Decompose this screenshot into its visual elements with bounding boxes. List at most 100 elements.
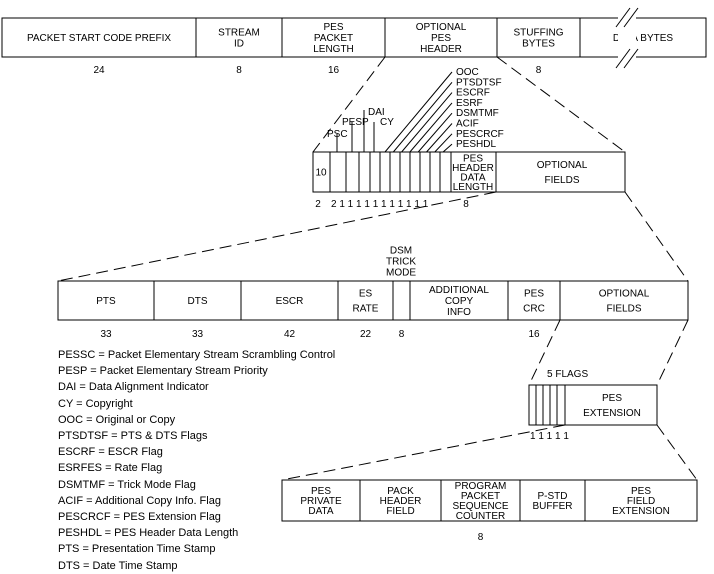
connector-header-left bbox=[312, 56, 386, 153]
legend-entry: DSMTMF = Trick Mode Flag bbox=[58, 478, 196, 491]
connector-header-right bbox=[496, 56, 626, 153]
flag-label-dai: DAI bbox=[368, 107, 385, 118]
dts-label-line-1: DTS bbox=[188, 296, 208, 307]
dsm-trick-mode-heading-line-2: TRICK bbox=[386, 257, 416, 268]
five-flags-label: 5 FLAGS bbox=[547, 369, 588, 380]
pes-header-data-length-label-line-3: DATA bbox=[460, 172, 486, 183]
optional-fields-label-line-1: OPTIONAL bbox=[599, 289, 650, 300]
flag-label-acif: ACIF bbox=[456, 119, 479, 130]
legend-entry: DTS = Date Time Stamp bbox=[58, 559, 178, 572]
optional-pes-header-frame bbox=[312, 151, 626, 193]
pes-packet-length-label-line-2: PACKET bbox=[314, 33, 353, 44]
pes-field-extension-label-line-2: FIELD bbox=[627, 496, 655, 507]
connector-optional-right bbox=[624, 191, 689, 282]
dts-bits: 33 bbox=[192, 329, 204, 340]
additional-copy-info-label-line-1: ADDITIONAL bbox=[429, 285, 489, 296]
legend-entry: PESSC = Packet Elementary Stream Scrambl… bbox=[58, 349, 336, 361]
pes-crc-label-line-1: PES bbox=[524, 289, 544, 300]
program-packet-sequence-counter-label-line-4: COUNTER bbox=[456, 511, 505, 522]
stream-id-label-line-2: ID bbox=[234, 39, 244, 50]
flag-leader-peshdl bbox=[442, 143, 453, 153]
optional-fields-label-line-2: FIELDS bbox=[606, 304, 641, 315]
pes-crc-bits: 16 bbox=[528, 329, 540, 340]
pes-crc-field bbox=[507, 280, 561, 321]
pes-private-data-label-line-1: PES bbox=[311, 486, 331, 497]
pes-field-extension-field bbox=[584, 479, 698, 522]
abbreviation-legend: PESSC = Packet Elementary Stream Scrambl… bbox=[58, 347, 335, 574]
dts-field bbox=[153, 280, 242, 321]
optional-fields-label-line-1: OPTIONAL bbox=[537, 160, 588, 171]
pes-header-data-length-label-line-4: LENGTH bbox=[453, 182, 494, 193]
dsm-trick-mode-bits: 8 bbox=[399, 329, 405, 340]
connector-extension-left bbox=[528, 319, 561, 386]
connector-ext-fields-left bbox=[281, 424, 566, 481]
flag-leader-ptsdtsf bbox=[392, 81, 453, 153]
flag-label-pescrcf: PESCRCF bbox=[456, 129, 504, 140]
legend-entry: ESCRF = ESCR Flag bbox=[58, 446, 163, 459]
flag-leader-dsmtmf bbox=[417, 112, 453, 153]
data-bytes-label-line-1: DATA BYTES bbox=[613, 33, 674, 44]
pes-packet-length-label-line-3: LENGTH bbox=[313, 44, 354, 55]
flag-leader-ooc bbox=[384, 71, 453, 153]
pts-bits: 33 bbox=[100, 329, 112, 340]
extension-flag-bits: 1 1 1 1 1 bbox=[530, 431, 569, 442]
escr-bits: 42 bbox=[284, 329, 296, 340]
pack-header-field-label-line-2: HEADER bbox=[380, 496, 422, 507]
flag-label-esrf: ESRF bbox=[456, 98, 483, 109]
es-rate-bits: 22 bbox=[360, 329, 372, 340]
flag-leader-pescrcf bbox=[434, 133, 453, 153]
escr-label-line-1: ESCR bbox=[276, 296, 304, 307]
legend-entry: PTSDTSF = PTS & DTS Flags bbox=[58, 430, 208, 443]
pes-crc-label-line-2: CRC bbox=[523, 304, 545, 315]
program-packet-sequence-counter-label-line-2: PACKET bbox=[461, 491, 500, 502]
additional-copy-info-field bbox=[409, 280, 509, 321]
pes-packet-length-bits: 16 bbox=[328, 65, 340, 76]
pack-header-field-field bbox=[359, 479, 442, 522]
dsm-trick-mode-heading-line-3: MODE bbox=[386, 268, 416, 279]
legend-entry: ACIF = Additional Copy Info. Flag bbox=[58, 494, 221, 507]
flag-leader-escrf bbox=[401, 92, 453, 153]
program-packet-sequence-counter-label-line-3: SEQUENCE bbox=[452, 501, 508, 512]
dsm-trick-mode-heading-line-1: DSM bbox=[390, 246, 412, 257]
stream-id-label-line-1: STREAM bbox=[218, 28, 260, 39]
flag-leader-esrf bbox=[409, 102, 453, 153]
es-rate-label-line-2: RATE bbox=[353, 304, 379, 315]
flag-label-ooc: OOC bbox=[456, 67, 479, 78]
flag-label-cy: CY bbox=[380, 117, 394, 128]
pes-header-data-length-label-line-1: PES bbox=[463, 153, 483, 164]
flag-label-peshdl: PESHDL bbox=[456, 139, 496, 150]
optional-pes-header-label-line-1: OPTIONAL bbox=[416, 22, 467, 33]
connector-optional-left bbox=[57, 191, 497, 282]
optional-fields-field bbox=[559, 280, 689, 321]
stuffing-bytes-label-line-1: STUFFING bbox=[514, 28, 564, 39]
pes-packet-length-label-line-1: PES bbox=[323, 22, 343, 33]
flag-label-psc: PSC bbox=[327, 129, 348, 140]
packet-start-code-prefix-bits: 24 bbox=[93, 65, 105, 76]
pes-extension-label-line-1: PES bbox=[602, 393, 622, 404]
pes-header-data-length-bits: 8 bbox=[463, 199, 469, 210]
legend-entry: ESRFES = Rate Flag bbox=[58, 462, 163, 475]
p-std-buffer-label-line-2: BUFFER bbox=[533, 501, 573, 512]
pes-private-data-field bbox=[281, 479, 361, 522]
pack-header-field-label-line-1: PACK bbox=[387, 486, 414, 497]
legend-entry: PESCRCF = PES Extension Flag bbox=[58, 511, 221, 524]
stuffing-bytes-label-line-2: BYTES bbox=[522, 39, 555, 50]
data-bytes-break-mark bbox=[615, 7, 639, 69]
legend-entry: PESHDL = PES Header Data Length bbox=[58, 527, 239, 540]
packet-start-code-prefix-label-line-1: PACKET START CODE PREFIX bbox=[27, 33, 171, 44]
pts-field bbox=[57, 280, 155, 321]
legend-entry: PTS = Presentation Time Stamp bbox=[58, 543, 216, 556]
pes-extension-frame bbox=[528, 384, 658, 426]
legend-entry: PESP = Packet Elementary Stream Priority bbox=[58, 365, 268, 378]
connector-extension-right bbox=[656, 319, 689, 386]
optional-pes-header-field bbox=[384, 17, 498, 58]
flag-label-escrf: ESCRF bbox=[456, 88, 490, 99]
stuffing-bytes-bits: 8 bbox=[536, 65, 542, 76]
packet-start-code-prefix-field bbox=[1, 17, 197, 58]
legend-entry: OOC = Original or Copy bbox=[58, 413, 176, 426]
additional-copy-info-label-line-2: COPY bbox=[445, 296, 474, 307]
